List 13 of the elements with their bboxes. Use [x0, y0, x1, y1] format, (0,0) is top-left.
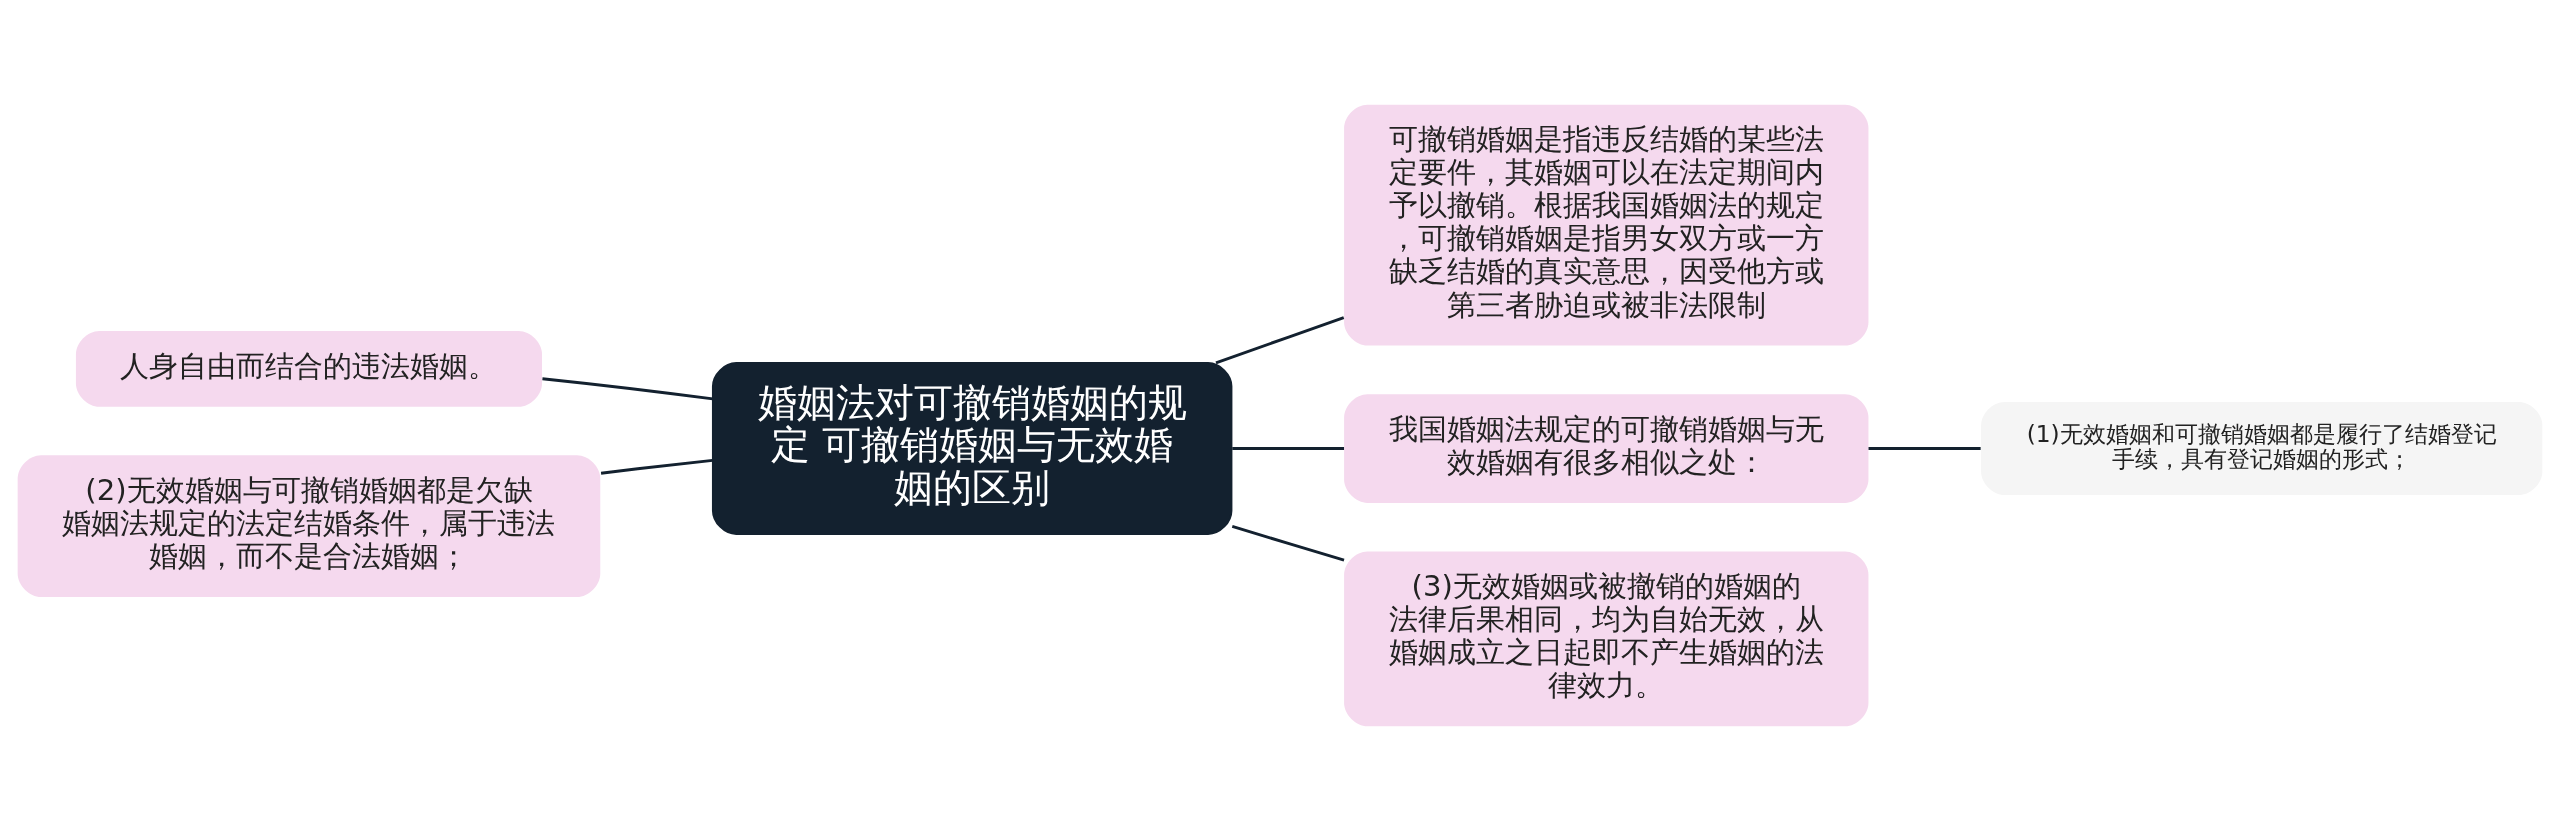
- connector: [1231, 525, 1345, 562]
- node-box: (2)无效婚姻与可撤销婚姻都是欠缺婚姻法规定的法定结婚条件，属于违法婚姻，而不是合法婚姻；: [17, 455, 601, 598]
- connector: [1868, 447, 1981, 450]
- connector: [1232, 447, 1345, 450]
- connector: [600, 458, 713, 475]
- connector: [542, 377, 714, 401]
- node-box: (1)无效婚姻和可撤销婚姻都是履行了结婚登记手续，具有登记婚姻的形式；: [1981, 401, 2543, 496]
- node-box: 可撤销婚姻是指违反结婚的某些法定要件，其婚姻可以在法定期间内予以撤销。根据我国婚姻法的规定，可撤销婚姻是指男女双方或一方缺乏结婚的真实意思，因受他方或第三者胁迫或被非法限制: [1344, 104, 1869, 346]
- node-box: 我国婚姻法规定的可撤销婚姻与无效婚姻有很多相似之处：: [1344, 394, 1869, 503]
- node-box: (3)无效婚姻或被撤销的婚姻的法律后果相同，均为自始无效，从婚姻成立之日起即不产生婚姻的法律效力。: [1344, 551, 1869, 727]
- node-box: 人身自由而结合的违法婚姻。: [75, 331, 542, 407]
- connector: [1215, 316, 1345, 365]
- node-box: 婚姻法对可撤销婚姻的规定 可撤销婚姻与无效婚姻的区别: [711, 362, 1233, 535]
